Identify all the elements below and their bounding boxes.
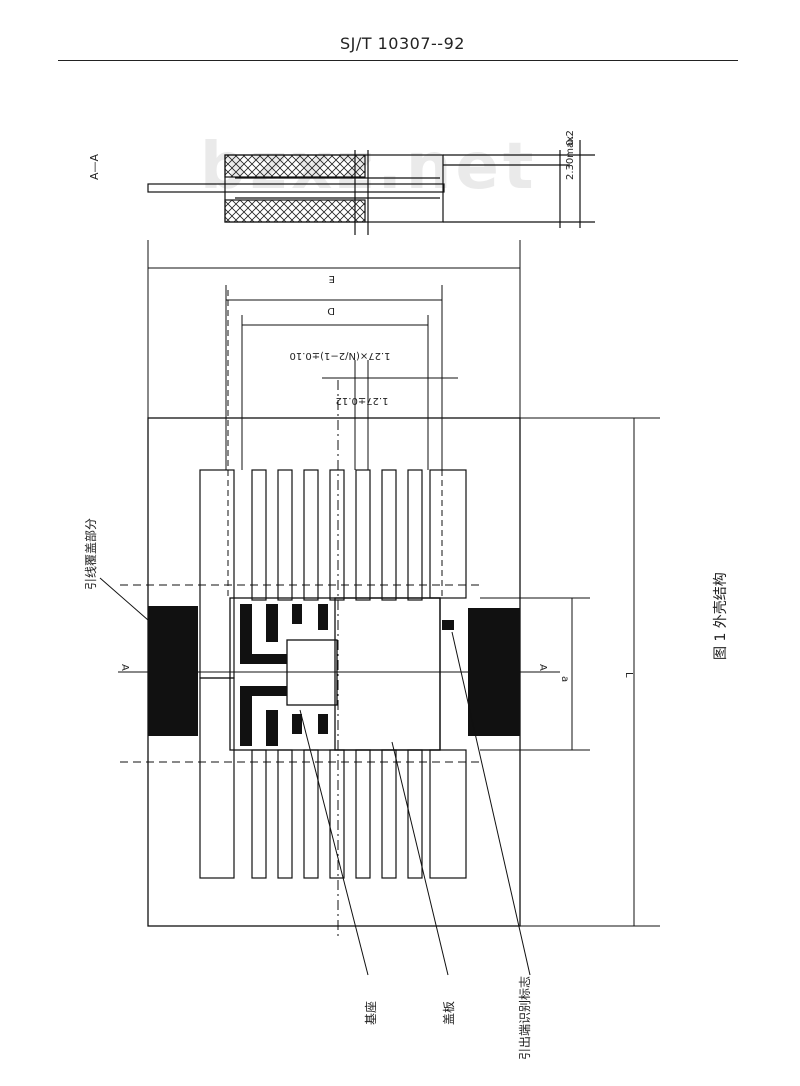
dim-E-label: E — [329, 273, 335, 284]
section-view — [147, 140, 595, 235]
filled-regions — [148, 604, 520, 746]
dim-a-label: a — [559, 676, 570, 682]
section-lower-hatch — [224, 199, 366, 223]
section-body — [224, 154, 444, 223]
cover-area — [334, 597, 441, 751]
pin1-marker — [442, 620, 454, 630]
leads-upper — [199, 469, 467, 679]
section-mark-left: A — [119, 664, 130, 671]
callout-lead-sealing: 引线覆盖部分 — [84, 517, 98, 590]
dim-c-label: 0.2 — [565, 130, 576, 146]
section-mark-right: A — [537, 664, 548, 671]
callout-cover: 盖板 — [442, 1000, 456, 1025]
standard-number-header: SJ/T 10307--92 — [340, 34, 465, 53]
left-seal-block — [148, 606, 198, 736]
dim-tmax-label: 2.30max — [565, 136, 576, 180]
leads-lower — [199, 677, 467, 879]
dim-L-label: L — [623, 672, 634, 678]
header-rule — [58, 60, 738, 61]
dim-pitch-total-label: 1.27×(N/2−1)±0.10 — [289, 350, 390, 361]
section-lead — [147, 183, 445, 193]
dimension-lines — [99, 240, 660, 976]
section-upper-hatch — [224, 154, 366, 178]
callout-substrate: 基座 — [364, 1000, 378, 1025]
section-label-A-A: A—A — [88, 153, 101, 180]
dim-pitch-label: 1.27±0.12 — [336, 395, 389, 406]
callout-lead-identification: 引出端识别标志 — [518, 975, 532, 1060]
dimension-labels: E D 1.27×(N/2−1)±0.10 1.27±0.12 L a 2.30… — [88, 130, 634, 682]
figure-caption: 图 1 外壳结构 — [713, 572, 729, 660]
dim-D-label: D — [327, 305, 335, 316]
